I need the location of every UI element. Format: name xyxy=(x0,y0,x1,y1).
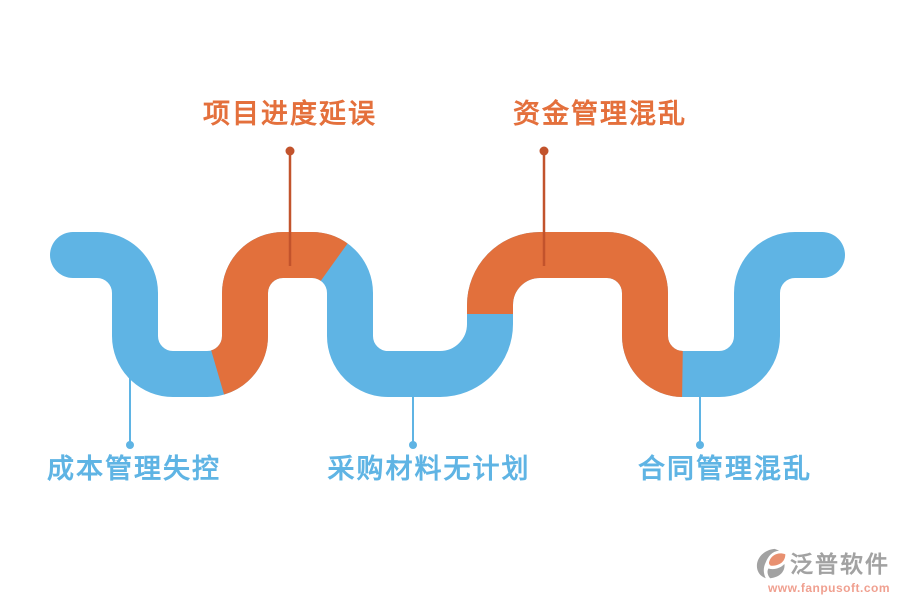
brand-name: 泛普软件 xyxy=(790,550,890,577)
brand-url: www.fanpusoft.com xyxy=(767,581,890,595)
connector-dot-top-2 xyxy=(539,146,549,156)
label-procurement-plan: 采购材料无计划 xyxy=(327,454,531,484)
connector-dot-bottom-3 xyxy=(696,441,704,449)
brand-watermark: 泛普软件 www.fanpusoft.com xyxy=(756,548,890,595)
fanpu-logo-icon xyxy=(756,548,786,579)
connector-dot-bottom-1 xyxy=(126,441,134,449)
label-contract-chaos: 合同管理混乱 xyxy=(638,454,812,484)
brand-row: 泛普软件 xyxy=(756,548,890,580)
connector-dot-top-1 xyxy=(285,146,295,156)
wave-blue-path xyxy=(50,232,845,397)
label-fund-chaos: 资金管理混乱 xyxy=(513,99,687,129)
label-cost-control: 成本管理失控 xyxy=(47,454,221,484)
connector-dot-bottom-2 xyxy=(409,441,417,449)
label-project-delay: 项目进度延误 xyxy=(203,99,377,129)
